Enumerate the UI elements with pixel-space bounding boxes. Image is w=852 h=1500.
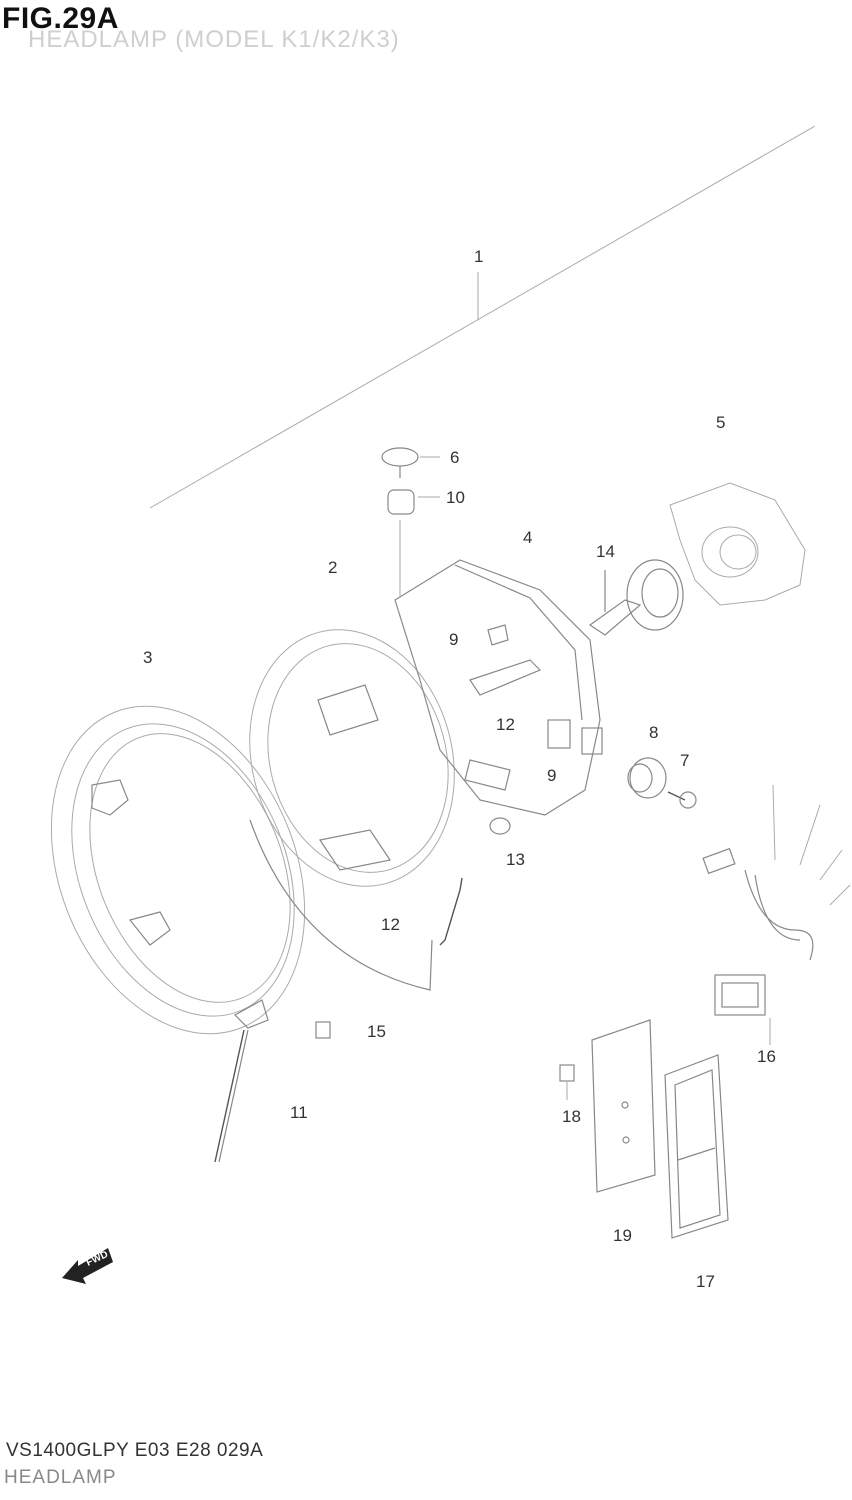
callout-8: 8 bbox=[649, 723, 658, 742]
callout-1: 1 bbox=[474, 247, 483, 266]
callout-16: 16 bbox=[757, 1047, 776, 1066]
part-2-lens bbox=[249, 629, 455, 991]
part-6-screw bbox=[381, 447, 440, 478]
part-8-collar bbox=[627, 757, 667, 799]
part-18-bolt bbox=[559, 1064, 575, 1100]
fwd-arrow-icon: FWD bbox=[62, 1248, 113, 1284]
part-11-bolt bbox=[214, 1029, 249, 1163]
part-3-rim bbox=[50, 705, 306, 1035]
part-5-cover bbox=[669, 482, 806, 606]
part-13-adjuster bbox=[489, 817, 511, 835]
callout-17: 17 bbox=[696, 1272, 715, 1291]
part-4-housing bbox=[394, 559, 603, 816]
part-7-screw bbox=[667, 791, 697, 809]
figure-subtitle: HEADLAMP (MODEL K1/K2/K3) bbox=[28, 26, 400, 53]
callout-19: 19 bbox=[613, 1226, 632, 1245]
callout-12-upper: 12 bbox=[496, 715, 515, 734]
callout-9-upper: 9 bbox=[449, 630, 458, 649]
part-14-bulb bbox=[588, 559, 684, 636]
callout-15: 15 bbox=[367, 1022, 386, 1041]
figure-title: FIG.29A bbox=[2, 2, 119, 35]
part-12-spring bbox=[439, 877, 463, 946]
callout-12-lower: 12 bbox=[381, 915, 400, 934]
callout-11: 11 bbox=[290, 1103, 308, 1122]
callout-13: 13 bbox=[506, 850, 525, 869]
callout-3: 3 bbox=[143, 648, 152, 667]
part-name: HEADLAMP bbox=[4, 1467, 117, 1488]
part-1-line bbox=[149, 125, 816, 509]
part-16-harness bbox=[702, 784, 851, 1045]
callout-2: 2 bbox=[328, 558, 337, 577]
callout-4: 4 bbox=[523, 528, 532, 547]
callout-10: 10 bbox=[446, 488, 465, 507]
part-19-plate bbox=[591, 1019, 656, 1193]
callout-14: 14 bbox=[596, 542, 615, 561]
part-10-grommet bbox=[387, 489, 440, 598]
callout-7: 7 bbox=[680, 751, 689, 770]
callout-9-lower: 9 bbox=[547, 766, 556, 785]
callout-18: 18 bbox=[562, 1107, 581, 1126]
part-15-nut bbox=[315, 1021, 331, 1039]
part-17-reflector bbox=[664, 1054, 729, 1239]
callout-5: 5 bbox=[716, 413, 725, 432]
model-code: VS1400GLPY E03 E28 029A bbox=[6, 1440, 264, 1461]
callout-6: 6 bbox=[450, 448, 459, 467]
